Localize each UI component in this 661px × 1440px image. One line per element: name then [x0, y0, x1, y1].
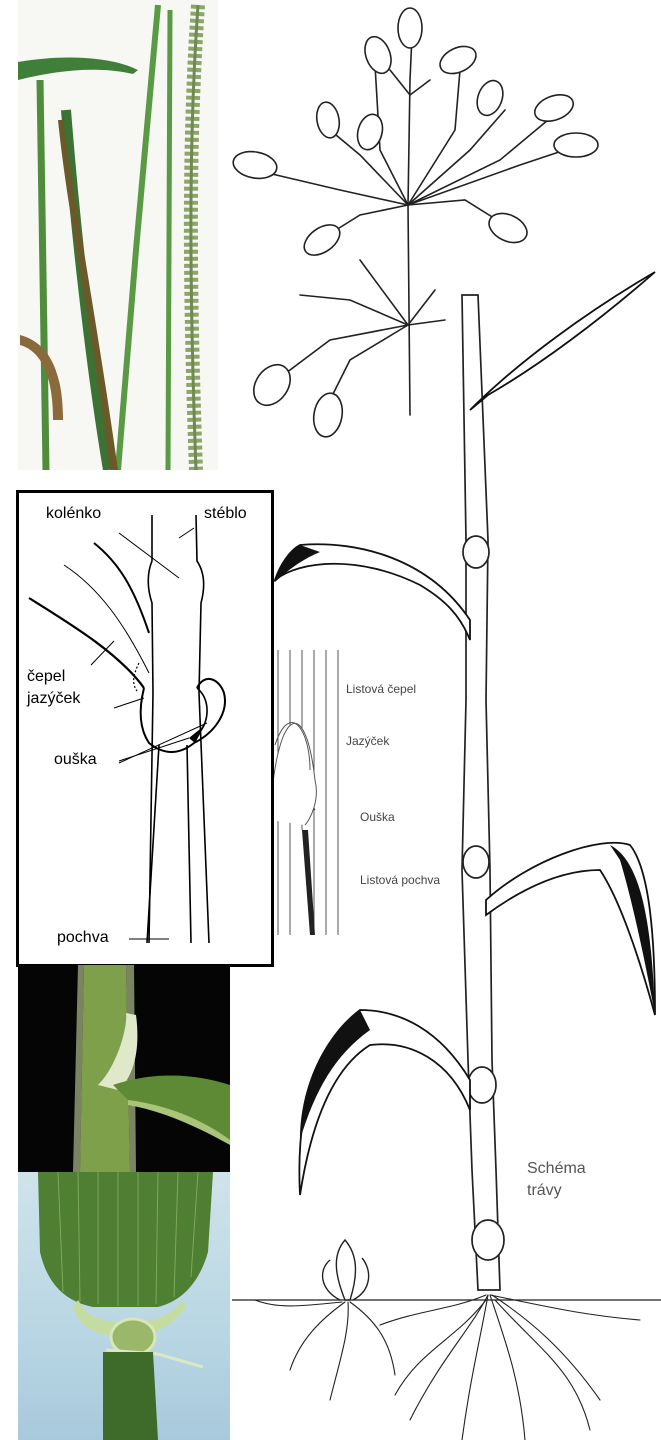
label-jazycek-sketch: Jazýček: [346, 734, 389, 748]
label-jazycek: jazýček: [27, 690, 80, 708]
hairy-sheath-photo: [18, 965, 230, 1172]
label-kolenko: kolénko: [46, 505, 101, 523]
labeled-node-diagram: kolénko stéblo čepel jazýček ouška pochv…: [16, 490, 274, 967]
grass-plant-photo: [18, 0, 218, 470]
label-steblo: stéblo: [204, 505, 247, 523]
label-cepel: čepel: [27, 668, 65, 686]
auricle-closeup-photo: [18, 1172, 230, 1440]
schema-caption: Schéma trávy: [527, 1158, 586, 1202]
label-ouska: ouška: [54, 751, 97, 769]
label-ouska-sketch: Ouška: [360, 810, 395, 824]
leaf-structure-sketch: [270, 650, 350, 935]
caption-line-1: Schéma: [527, 1158, 586, 1180]
label-listova-cepel: Listová čepel: [346, 682, 416, 696]
caption-line-2: trávy: [527, 1180, 586, 1202]
label-listova-pochva: Listová pochva: [360, 873, 440, 887]
label-pochva: pochva: [57, 929, 109, 947]
